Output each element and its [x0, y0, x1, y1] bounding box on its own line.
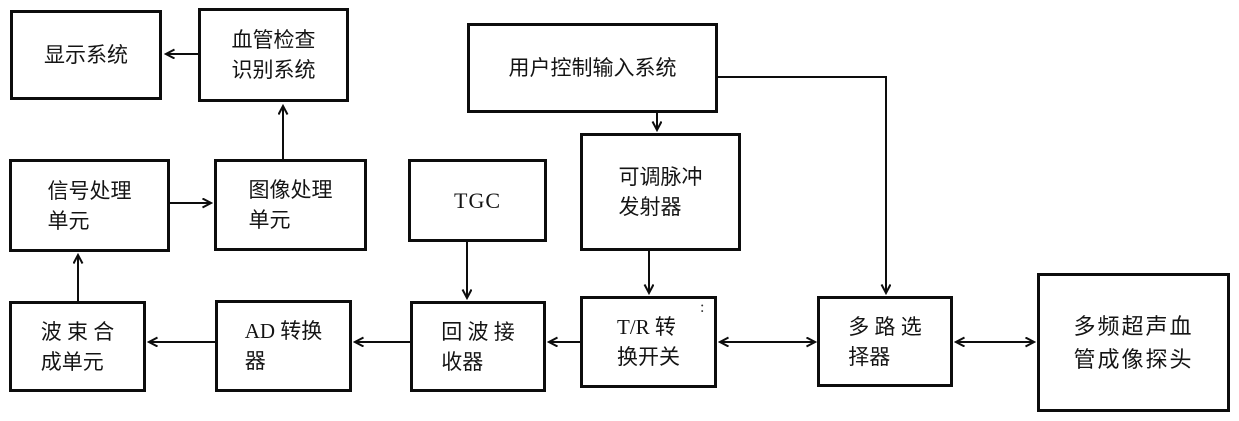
edge-user-to-mux — [718, 76, 886, 293]
node-ad-converter: AD 转换 器 — [215, 300, 352, 392]
node-multiplexer-label: 多 路 选 择器 — [848, 314, 922, 369]
node-beamforming-unit-label: 波 束 合 成单元 — [40, 319, 115, 374]
node-echo-receiver: 回 波 接 收器 — [410, 301, 546, 392]
node-echo-receiver-label: 回 波 接 收器 — [441, 319, 515, 374]
node-tr-switch: T/R 转 换开关 — [580, 296, 717, 388]
node-signal-processing-unit-label: 信号处理 单元 — [47, 178, 132, 233]
node-display-system: 显示系统 — [10, 10, 162, 100]
scan-noise-artifact: : — [700, 299, 705, 316]
node-user-control-input-system: 用户控制输入系统 — [467, 23, 718, 113]
node-user-control-input-system-label: 用户控制输入系统 — [508, 56, 677, 80]
node-image-processing-unit-label: 图像处理 单元 — [248, 178, 333, 232]
node-adjustable-pulse-transmitter: 可调脉冲 发射器 — [580, 133, 741, 251]
node-signal-processing-unit: 信号处理 单元 — [9, 159, 170, 252]
node-vessel-check-recognition-system: 血管检查 识别系统 — [198, 8, 349, 102]
node-tr-switch-label: T/R 转 换开关 — [617, 315, 680, 369]
node-ad-converter-label: AD 转换 器 — [244, 319, 323, 373]
node-multifrequency-ultrasound-vascular-imaging-probe-label: 多频超声血 管成像探头 — [1073, 313, 1194, 372]
node-adjustable-pulse-transmitter-label: 可调脉冲 发射器 — [618, 165, 703, 219]
node-tgc-label: TGC — [454, 187, 501, 213]
node-multifrequency-ultrasound-vascular-imaging-probe: 多频超声血 管成像探头 — [1037, 273, 1230, 412]
node-vessel-check-recognition-system-label: 血管检查 识别系统 — [231, 28, 316, 82]
node-display-system-label: 显示系统 — [44, 43, 128, 67]
node-beamforming-unit: 波 束 合 成单元 — [9, 301, 146, 392]
node-tgc: TGC — [408, 159, 547, 242]
node-multiplexer: 多 路 选 择器 — [817, 296, 953, 387]
node-image-processing-unit: 图像处理 单元 — [214, 159, 367, 251]
